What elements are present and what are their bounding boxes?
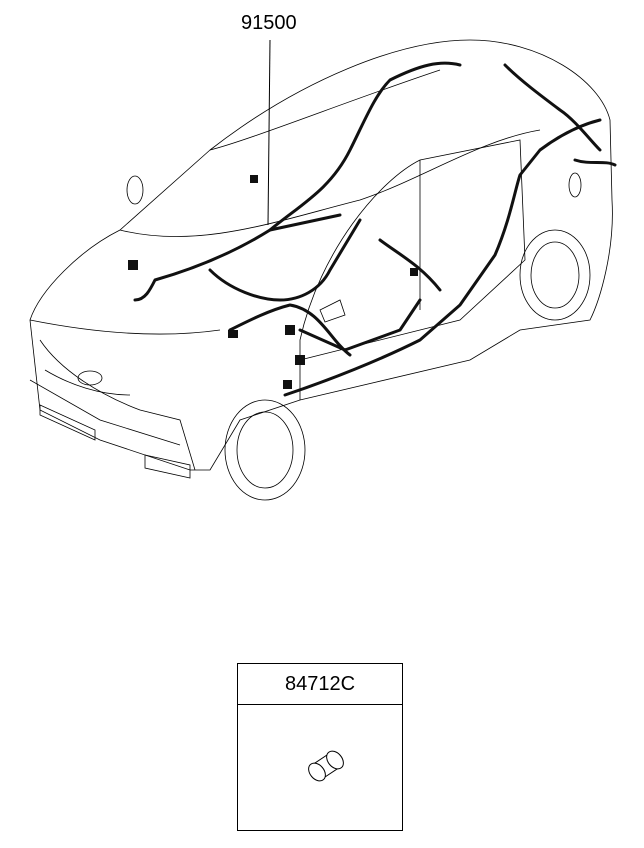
part-number-label-sub: 84712C [238,664,402,705]
connectors [128,175,418,389]
part-number-label-main: 91500 [241,12,297,34]
car-wiring-diagram [29,39,617,501]
rear-wheel [519,229,591,321]
car-body-outline [29,39,613,501]
part-box-84712c: 84712C [237,663,403,831]
wiring-harness [133,61,617,397]
kia-emblem [77,370,103,386]
callout-leader-line [267,39,271,226]
front-wheel [224,399,306,501]
grommet-cylinder-icon [308,750,344,782]
